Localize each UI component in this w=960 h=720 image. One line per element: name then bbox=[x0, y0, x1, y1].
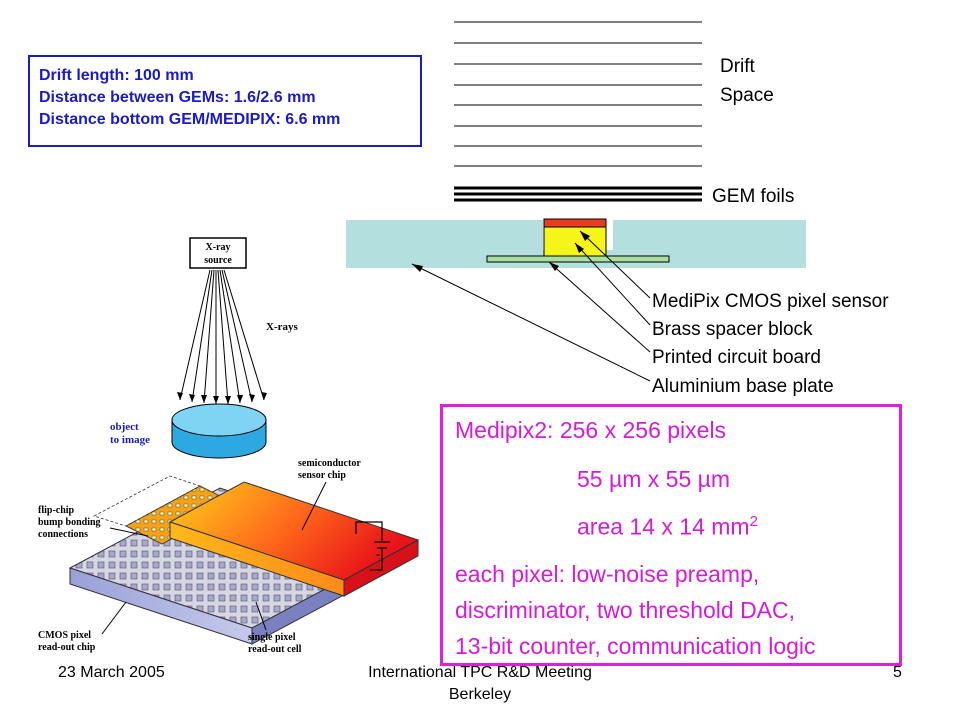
sensor-chip-label-line2: sensor chip bbox=[298, 470, 346, 481]
pcb-label: Printed circuit board bbox=[652, 347, 821, 368]
aluminium-base-plate bbox=[346, 220, 806, 268]
medipix-sensor bbox=[543, 218, 607, 228]
xrays-label: X-rays bbox=[266, 321, 298, 333]
object-label-line1: object bbox=[110, 421, 139, 433]
object-label-line2: to image bbox=[110, 434, 150, 446]
pixel-detector-illustration: X-ray source X-rays object to image bbox=[38, 237, 420, 655]
footer-date: 23 March 2005 bbox=[58, 664, 165, 681]
medipix-sensor-label: MediPix CMOS pixel sensor bbox=[652, 291, 889, 312]
plus-sign: + bbox=[374, 527, 381, 541]
brass-spacer-block bbox=[543, 225, 607, 257]
flipchip-label-line2: bump bonding bbox=[38, 517, 101, 528]
pointer-lines bbox=[411, 230, 651, 382]
cmos-label-line1: CMOS pixel bbox=[38, 630, 91, 641]
flipchip-label-line3: connections bbox=[38, 529, 88, 540]
flipchip-leader bbox=[109, 527, 149, 537]
space-label: Space bbox=[720, 85, 774, 106]
bias-circuit bbox=[355, 521, 390, 571]
xray-source-line1: X-ray bbox=[206, 242, 231, 253]
xray-source: X-ray source bbox=[189, 237, 247, 269]
medipix-specs-box: Medipix2: 256 x 256 pixels 55 µm x 55 µm… bbox=[440, 404, 902, 666]
brass-spacer-label: Brass spacer block bbox=[652, 319, 813, 340]
cmos-label-line2: read-out chip bbox=[38, 642, 96, 653]
single-pixel-label-line2: read-out cell bbox=[248, 644, 302, 655]
sensor-chip bbox=[168, 481, 420, 597]
drift-lines bbox=[454, 21, 702, 167]
xray-arrowheads bbox=[177, 392, 267, 404]
single-pixel-leader bbox=[255, 601, 267, 631]
pointer-arrowheads bbox=[412, 231, 590, 272]
cmos-leader bbox=[101, 601, 127, 635]
spec-preamp: each pixel: low-noise preamp, bbox=[455, 561, 760, 587]
flipchip-label-line1: flip-chip bbox=[38, 505, 75, 516]
bump-bonds-outline bbox=[92, 475, 202, 527]
spec-area-superscript: 2 bbox=[749, 513, 758, 530]
xray-source-line2: source bbox=[204, 255, 232, 266]
parameters-box: Drift length: 100 mm Distance between GE… bbox=[28, 55, 422, 147]
xray-beams bbox=[179, 269, 265, 405]
object-disk bbox=[171, 403, 267, 459]
gem-foil-lines bbox=[454, 186, 702, 202]
drift-length-text: Drift length: 100 mm bbox=[39, 67, 194, 84]
spec-pixels: Medipix2: 256 x 256 pixels bbox=[455, 417, 727, 443]
printed-circuit-board bbox=[486, 255, 670, 263]
spec-area-text: area 14 x 14 mm bbox=[577, 513, 750, 540]
footer-meeting-line1: International TPC R&D Meeting bbox=[368, 664, 592, 681]
single-pixel-label-line1: single pixel bbox=[248, 632, 296, 643]
sensor-leader bbox=[301, 481, 327, 531]
base-plate-label: Aluminium base plate bbox=[652, 376, 834, 397]
footer-page-number: 5 bbox=[893, 664, 902, 681]
gem-medipix-distance-text: Distance bottom GEM/MEDIPIX: 6.6 mm bbox=[39, 111, 341, 128]
spec-discriminator: discriminator, two threshold DAC, bbox=[455, 597, 796, 623]
spec-counter: 13-bit counter, communication logic bbox=[455, 633, 816, 659]
sensor-chip-label-line1: semiconductor bbox=[298, 458, 361, 469]
gem-distance-text: Distance between GEMs: 1.6/2.6 mm bbox=[39, 89, 316, 106]
footer-meeting-line2: Berkeley bbox=[448, 686, 512, 703]
drift-label: Drift bbox=[720, 56, 755, 77]
minus-sign: - bbox=[376, 547, 380, 561]
gem-foils-label: GEM foils bbox=[712, 186, 795, 207]
spec-area: area 14 x 14 mm2 bbox=[577, 513, 758, 541]
spec-pixel-size: 55 µm x 55 µm bbox=[577, 466, 731, 492]
